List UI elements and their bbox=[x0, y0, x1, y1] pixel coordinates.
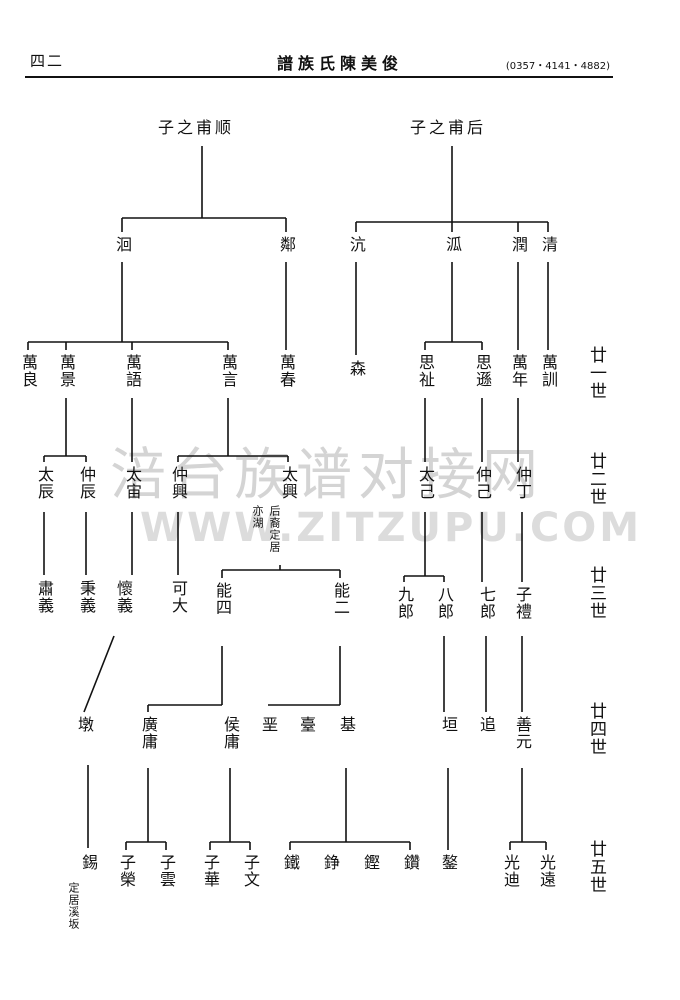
person-name: 臺 bbox=[297, 716, 316, 733]
person-name: 萬景 bbox=[57, 354, 76, 388]
person-name: 可大 bbox=[169, 580, 188, 614]
person-name: 子雲 bbox=[157, 854, 176, 888]
generation-label: 廿五世 bbox=[586, 840, 606, 894]
person-name: 太興 bbox=[279, 466, 298, 500]
person-name: 萬言 bbox=[219, 354, 238, 388]
person-name: 錚 bbox=[321, 854, 340, 871]
person-name: 侯庸 bbox=[221, 716, 240, 750]
person-name: 思祉 bbox=[416, 354, 435, 388]
person-name: 能四 bbox=[213, 582, 232, 616]
generation-label: 廿三世 bbox=[586, 566, 606, 620]
person-name: 鏗 bbox=[361, 854, 380, 871]
generation-label: 廿一世 bbox=[586, 346, 606, 400]
person-name: 追 bbox=[477, 716, 496, 733]
person-name: 萬良 bbox=[19, 354, 38, 388]
residence-note: 亦湖 bbox=[251, 505, 264, 529]
page-title: 譜族氏陳美俊 bbox=[276, 54, 403, 73]
person-name: 仲辰 bbox=[77, 466, 96, 500]
person-name: 肅義 bbox=[35, 580, 54, 614]
person-name: 七郎 bbox=[477, 586, 496, 620]
page-number: 四二 bbox=[30, 52, 65, 70]
person-name: 子華 bbox=[201, 854, 220, 888]
person-name: 子文 bbox=[241, 854, 260, 888]
person-name: 九郎 bbox=[395, 586, 414, 620]
person-name: 鏊 bbox=[439, 854, 458, 871]
person-name: 森 bbox=[347, 360, 366, 377]
person-name: 萬春 bbox=[277, 354, 296, 388]
person-name: 思遜 bbox=[473, 354, 492, 388]
person-name: 萬年 bbox=[509, 354, 528, 388]
person-name: 八郎 bbox=[435, 586, 454, 620]
person-name: 光遠 bbox=[537, 854, 556, 888]
generation-label: 廿四世 bbox=[586, 702, 606, 756]
residence-note: 定居溪坂 bbox=[67, 882, 80, 930]
person-name: 泒 bbox=[443, 236, 462, 253]
header-rule bbox=[25, 76, 613, 78]
residence-note: 后裔定居 bbox=[268, 505, 281, 553]
root-name: 子之甫顺 bbox=[158, 118, 235, 137]
person-name: 懷義 bbox=[114, 580, 133, 614]
person-name: 垩 bbox=[259, 716, 278, 733]
person-name: 光迪 bbox=[501, 854, 520, 888]
person-name: 善元 bbox=[513, 716, 532, 750]
person-name: 仲己 bbox=[473, 466, 492, 500]
person-name: 沆 bbox=[347, 236, 366, 253]
person-name: 仲興 bbox=[169, 466, 188, 500]
person-name: 萬語 bbox=[123, 354, 142, 388]
person-name: 萬訓 bbox=[539, 354, 558, 388]
person-name: 錫 bbox=[79, 854, 98, 871]
person-name: 潤 bbox=[509, 236, 528, 253]
person-name: 基 bbox=[337, 716, 356, 733]
generation-label: 廿二世 bbox=[586, 452, 606, 506]
person-name: 太辰 bbox=[35, 466, 54, 500]
person-name: 太己 bbox=[416, 466, 435, 500]
person-name: 子禮 bbox=[513, 586, 532, 620]
person-name: 鄰 bbox=[277, 236, 296, 253]
connector bbox=[83, 635, 115, 713]
phone-number: (0357・4141・4882) bbox=[505, 61, 610, 72]
person-name: 洄 bbox=[113, 236, 132, 253]
person-name: 能二 bbox=[331, 582, 350, 616]
root-name: 子之甫后 bbox=[410, 118, 487, 137]
person-name: 廣庸 bbox=[139, 716, 158, 750]
person-name: 秉義 bbox=[77, 580, 96, 614]
person-name: 鑽 bbox=[401, 854, 420, 871]
person-name: 清 bbox=[539, 236, 558, 253]
person-name: 太宙 bbox=[123, 466, 142, 500]
person-name: 鐵 bbox=[281, 854, 300, 871]
person-name: 垣 bbox=[439, 716, 458, 733]
person-name: 墩 bbox=[75, 716, 94, 733]
person-name: 子榮 bbox=[117, 854, 136, 888]
person-name: 仲丁 bbox=[513, 466, 532, 500]
